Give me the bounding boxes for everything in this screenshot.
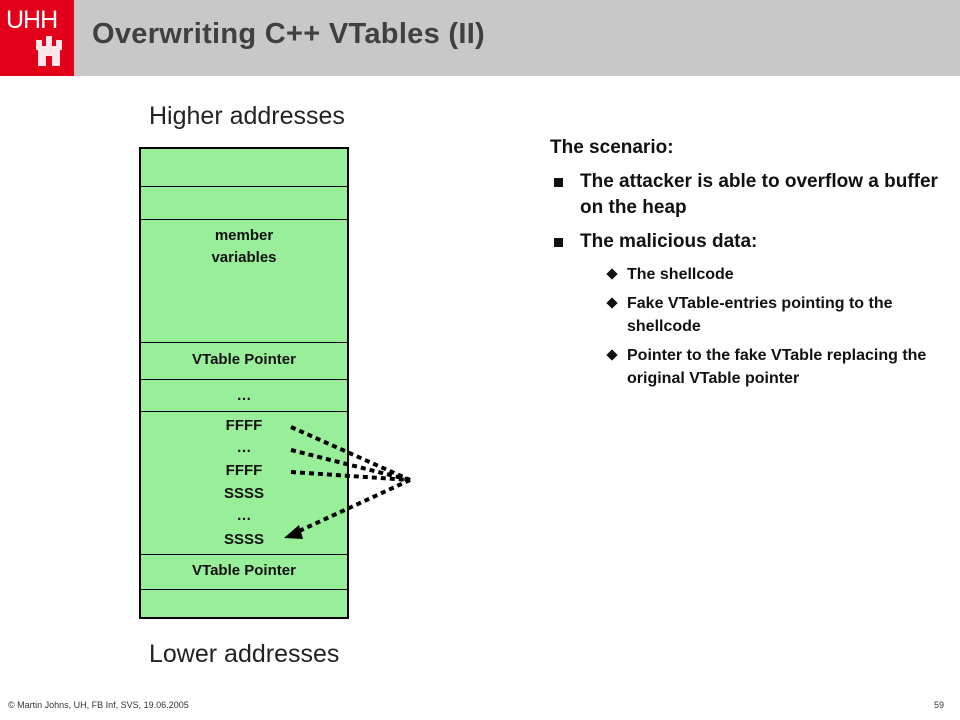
cell-divider <box>141 554 347 555</box>
scenario-heading: The scenario: <box>550 137 674 158</box>
payload-line: FFFF <box>225 462 263 479</box>
arrowhead <box>284 525 303 539</box>
cell-divider <box>141 379 347 380</box>
payload-line: … <box>236 507 252 524</box>
dotted-pointer-line <box>290 425 411 482</box>
bullet-item: The malicious data: <box>550 229 950 255</box>
variables-label: variables <box>211 249 277 266</box>
cell-divider <box>141 219 347 220</box>
sub-bullet-item: The shellcode <box>550 263 950 286</box>
diamond-bullet-icon <box>606 268 618 280</box>
cell-divider <box>141 411 347 412</box>
sub-bullet-text: Pointer to the fake VTable replacing the… <box>627 347 927 387</box>
dotted-pointer-line <box>290 470 411 482</box>
sub-bullet-item: Pointer to the fake VTable replacing the… <box>550 344 950 390</box>
payload-line: SSSS <box>223 531 265 548</box>
dotted-pointer-line <box>296 478 411 534</box>
diamond-bullet-icon <box>606 297 618 309</box>
square-bullet-icon <box>554 238 563 247</box>
vtable-pointer-bottom-label: VTable Pointer <box>192 562 296 579</box>
cell-divider <box>141 589 347 590</box>
square-bullet-icon <box>554 178 563 187</box>
cell-divider <box>141 186 347 187</box>
logo-text: UHH <box>6 6 58 34</box>
castle-icon <box>36 36 62 66</box>
ellipsis-label: … <box>236 387 252 404</box>
slide-title: Overwriting C++ VTables (II) <box>92 18 486 50</box>
sub-bullet-text: Fake VTable-entries pointing to the shel… <box>627 295 893 335</box>
member-label: member <box>214 227 274 244</box>
sub-bullet-text: The shellcode <box>627 266 734 283</box>
payload-line: FFFF <box>225 417 263 434</box>
uhh-logo: UHH <box>0 0 74 76</box>
bullet-text: The malicious data: <box>580 231 758 252</box>
diamond-bullet-icon <box>606 349 618 361</box>
page-number: 59 <box>934 700 945 710</box>
scenario-text-block: The scenario: The attacker is able to ov… <box>550 137 950 396</box>
payload-line: … <box>236 439 252 456</box>
dotted-pointer-line <box>290 448 411 482</box>
bullet-item: The attacker is able to overflow a buffe… <box>550 169 950 221</box>
payload-line: SSSS <box>223 485 265 502</box>
cell-divider <box>141 342 347 343</box>
lower-addresses-label: Lower addresses <box>149 640 340 668</box>
title-bar: UHH Overwriting C++ VTables (II) <box>0 0 960 76</box>
vtable-pointer-top-label: VTable Pointer <box>192 351 296 368</box>
footer-credit: © Martin Johns, UH, FB Inf, SVS, 19.06.2… <box>8 700 189 710</box>
bullet-text: The attacker is able to overflow a buffe… <box>580 171 938 218</box>
sub-bullet-item: Fake VTable-entries pointing to the shel… <box>550 292 950 338</box>
memory-stack-diagram: member variables VTable Pointer … FFFF …… <box>139 147 349 619</box>
higher-addresses-label: Higher addresses <box>149 102 345 130</box>
